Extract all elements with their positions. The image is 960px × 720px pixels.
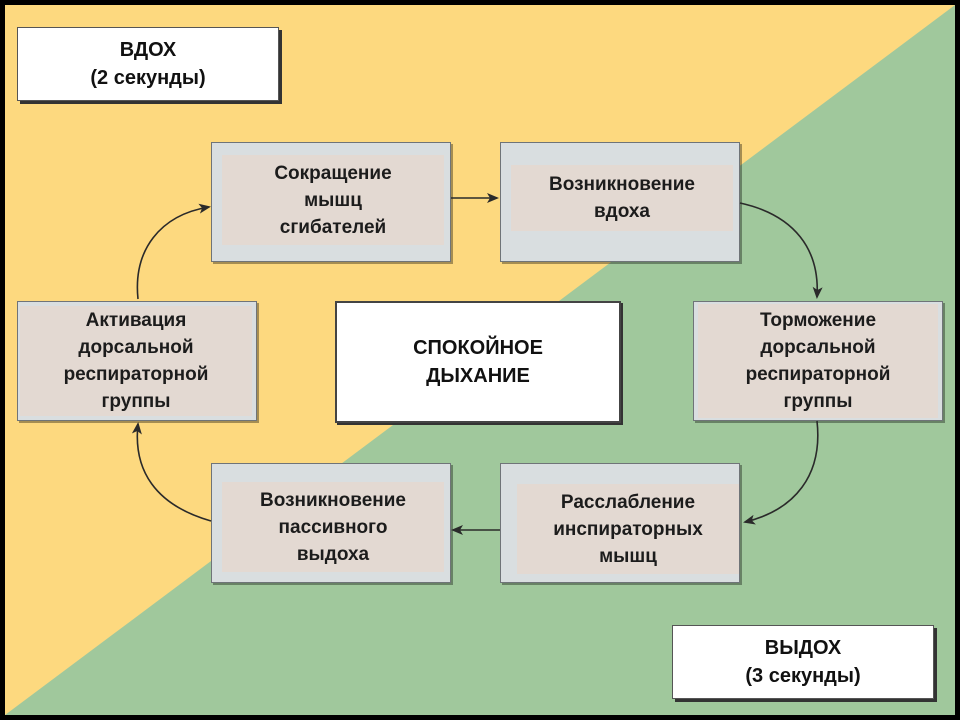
center-label: СПОКОЙНОЕ ДЫХАНИЕ (335, 301, 621, 423)
diagram-canvas: ВДОХ (2 секунды) ВЫДОХ (3 секунды) Сокра… (5, 5, 955, 715)
step-inhale-onset-text: Возникновение вдоха (511, 165, 733, 231)
step-drg-activation-text: Активация дорсальной респираторной групп… (20, 306, 252, 416)
step-passive-exhale-text: Возникновение пассивного выдоха (222, 482, 444, 572)
step-drg-inhibition: Торможение дорсальной респираторной груп… (693, 301, 943, 421)
step-flexor-contraction-text: Сокращение мышц сгибателей (222, 155, 444, 245)
step-drg-inhibition-text: Торможение дорсальной респираторной груп… (698, 304, 938, 418)
step-muscle-relaxation-text: Расслабление инспираторных мышц (517, 484, 739, 574)
inhale-label: ВДОХ (2 секунды) (17, 27, 279, 101)
step-flexor-contraction: Сокращение мышц сгибателей (211, 142, 451, 262)
step-inhale-onset: Возникновение вдоха (500, 142, 740, 262)
exhale-label: ВЫДОХ (3 секунды) (672, 625, 934, 699)
step-drg-activation: Активация дорсальной респираторной групп… (17, 301, 257, 421)
step-passive-exhale: Возникновение пассивного выдоха (211, 463, 451, 583)
step-muscle-relaxation: Расслабление инспираторных мышц (500, 463, 740, 583)
